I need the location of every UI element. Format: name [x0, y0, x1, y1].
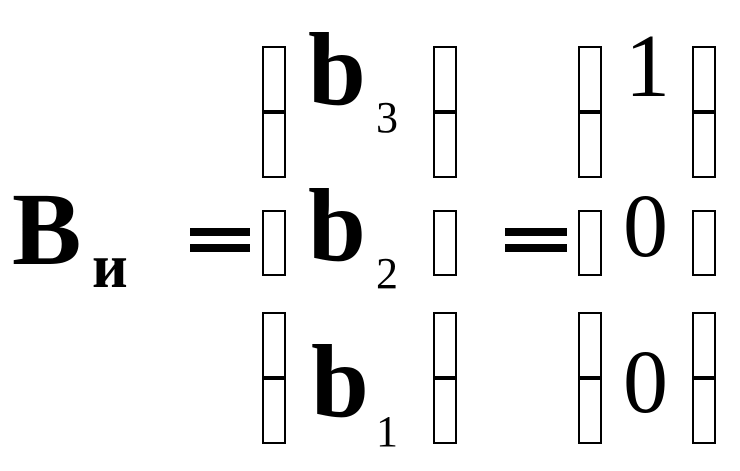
- vector-entry-symbol: b: [308, 168, 366, 283]
- lhs-symbol: B: [12, 172, 82, 287]
- bracket-segment: [262, 378, 286, 444]
- bracket-segment: [578, 312, 602, 378]
- lhs-subscript: и: [92, 233, 128, 301]
- bracket-segment: [262, 112, 286, 178]
- equals-bar-top: [190, 228, 250, 236]
- bracket-segment: [692, 312, 716, 378]
- equals-bar-bottom: [190, 244, 250, 252]
- vector-entry-symbol: b: [308, 12, 366, 127]
- vector-entry-subscript: 2: [376, 249, 398, 298]
- bracket-segment: [692, 378, 716, 444]
- bracket-segment: [433, 378, 457, 444]
- vector-entry-value: 0: [623, 177, 668, 276]
- vector-entry-value: 0: [623, 333, 668, 432]
- vector-entry-symbol: b: [311, 324, 369, 439]
- bracket-segment: [433, 46, 457, 112]
- bracket-segment: [578, 46, 602, 112]
- bracket-segment: [692, 112, 716, 178]
- bracket-segment: [578, 112, 602, 178]
- bracket-segment: [262, 312, 286, 378]
- bracket-segment: [262, 210, 286, 276]
- bracket-segment: [262, 46, 286, 112]
- equals-bar-bottom: [505, 244, 567, 252]
- vector-entry-subscript: 3: [376, 93, 398, 142]
- bracket-segment: [433, 312, 457, 378]
- bracket-segment: [692, 46, 716, 112]
- bracket-segment: [433, 210, 457, 276]
- bracket-segment: [692, 210, 716, 276]
- vector-entry-value: 1: [625, 17, 670, 116]
- bracket-segment: [578, 210, 602, 276]
- bracket-segment: [578, 378, 602, 444]
- bracket-segment: [433, 112, 457, 178]
- vector-entry-subscript: 1: [376, 407, 398, 456]
- equals-bar-top: [505, 228, 567, 236]
